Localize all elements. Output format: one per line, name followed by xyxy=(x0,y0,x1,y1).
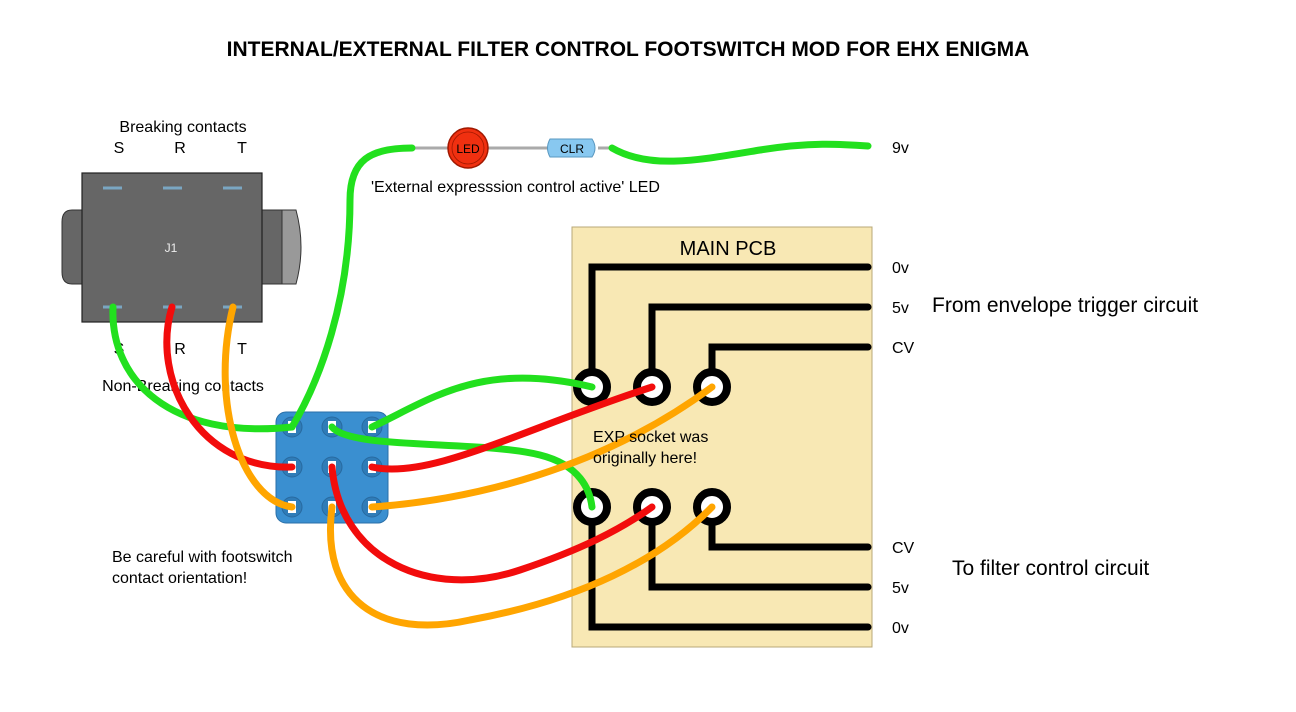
wire-switch-to-pcb-bottom-3 xyxy=(327,503,716,629)
wire-jack-r-to-switch xyxy=(163,303,296,471)
rail-label-bottom-5v: 5v xyxy=(892,580,909,597)
jack-body xyxy=(81,172,263,323)
jack-top-pin-r: R xyxy=(174,140,186,157)
wire-switch-to-pcb-bottom-2 xyxy=(328,463,656,584)
led-label: LED xyxy=(456,142,480,156)
jack-top-pin-s: S xyxy=(114,140,125,157)
pcb-title: MAIN PCB xyxy=(680,238,777,260)
jack-right-cap xyxy=(281,209,302,285)
wire-switch-to-pcb-top-1 xyxy=(368,374,596,431)
led-icon xyxy=(447,127,489,169)
resistor-icon xyxy=(547,138,596,158)
jack-j1: Breaking contacts S R T J1 S R T Non-Bre… xyxy=(61,119,302,395)
rail-label-top-cv: CV xyxy=(892,340,915,357)
wire-led-to-switch xyxy=(288,144,416,431)
jack-label: J1 xyxy=(165,241,178,255)
trace-bottom-0v xyxy=(588,503,872,631)
trace-top-0v xyxy=(588,263,872,391)
trace-bottom-5v xyxy=(648,503,872,591)
led-circuit: LED CLR 9v 'External expresssion control… xyxy=(371,127,909,196)
breaking-contacts-label: Breaking contacts xyxy=(119,119,246,136)
pcb-note-line2: originally here! xyxy=(593,450,697,467)
wire-switch-to-pcb-top-2 xyxy=(368,383,656,473)
pcb-board xyxy=(571,226,873,648)
trace-top-5v xyxy=(648,303,872,391)
pcb-note-line1: EXP socket was xyxy=(593,429,708,446)
footswitch-note-line2: contact orientation! xyxy=(112,570,247,587)
envelope-trigger-caption: From envelope trigger circuit xyxy=(932,294,1198,317)
supply-9v-label: 9v xyxy=(892,140,909,157)
led-inner-ring xyxy=(451,131,485,165)
jack-right-sleeve xyxy=(261,209,283,285)
jack-left-nose xyxy=(61,209,83,285)
wire-resistor-to-9v xyxy=(608,140,872,165)
resistor-label: CLR xyxy=(560,142,584,156)
rail-label-bottom-cv: CV xyxy=(892,540,915,557)
wire-jack-s-to-switch xyxy=(109,303,296,433)
filter-control-caption: To filter control circuit xyxy=(952,557,1149,580)
footswitch-note-line1: Be careful with footswitch xyxy=(112,549,293,566)
wire-switch-to-pcb-bottom-1 xyxy=(328,423,596,511)
rail-label-top-5v: 5v xyxy=(892,300,909,317)
led-caption: 'External expresssion control active' LE… xyxy=(371,179,660,196)
wire-jack-t-to-switch xyxy=(221,303,296,511)
jack-bottom-pin-r: R xyxy=(174,341,186,358)
wire-switch-to-pcb-top-3 xyxy=(368,383,716,511)
rail-label-bottom-0v: 0v xyxy=(892,620,909,637)
jack-top-pin-t: T xyxy=(237,140,247,157)
diagram-title: INTERNAL/EXTERNAL FILTER CONTROL FOOTSWI… xyxy=(227,38,1030,61)
rail-label-top-0v: 0v xyxy=(892,260,909,277)
jack-bottom-pin-t: T xyxy=(237,341,247,358)
non-breaking-contacts-label: Non-Breaking contacts xyxy=(102,378,264,395)
